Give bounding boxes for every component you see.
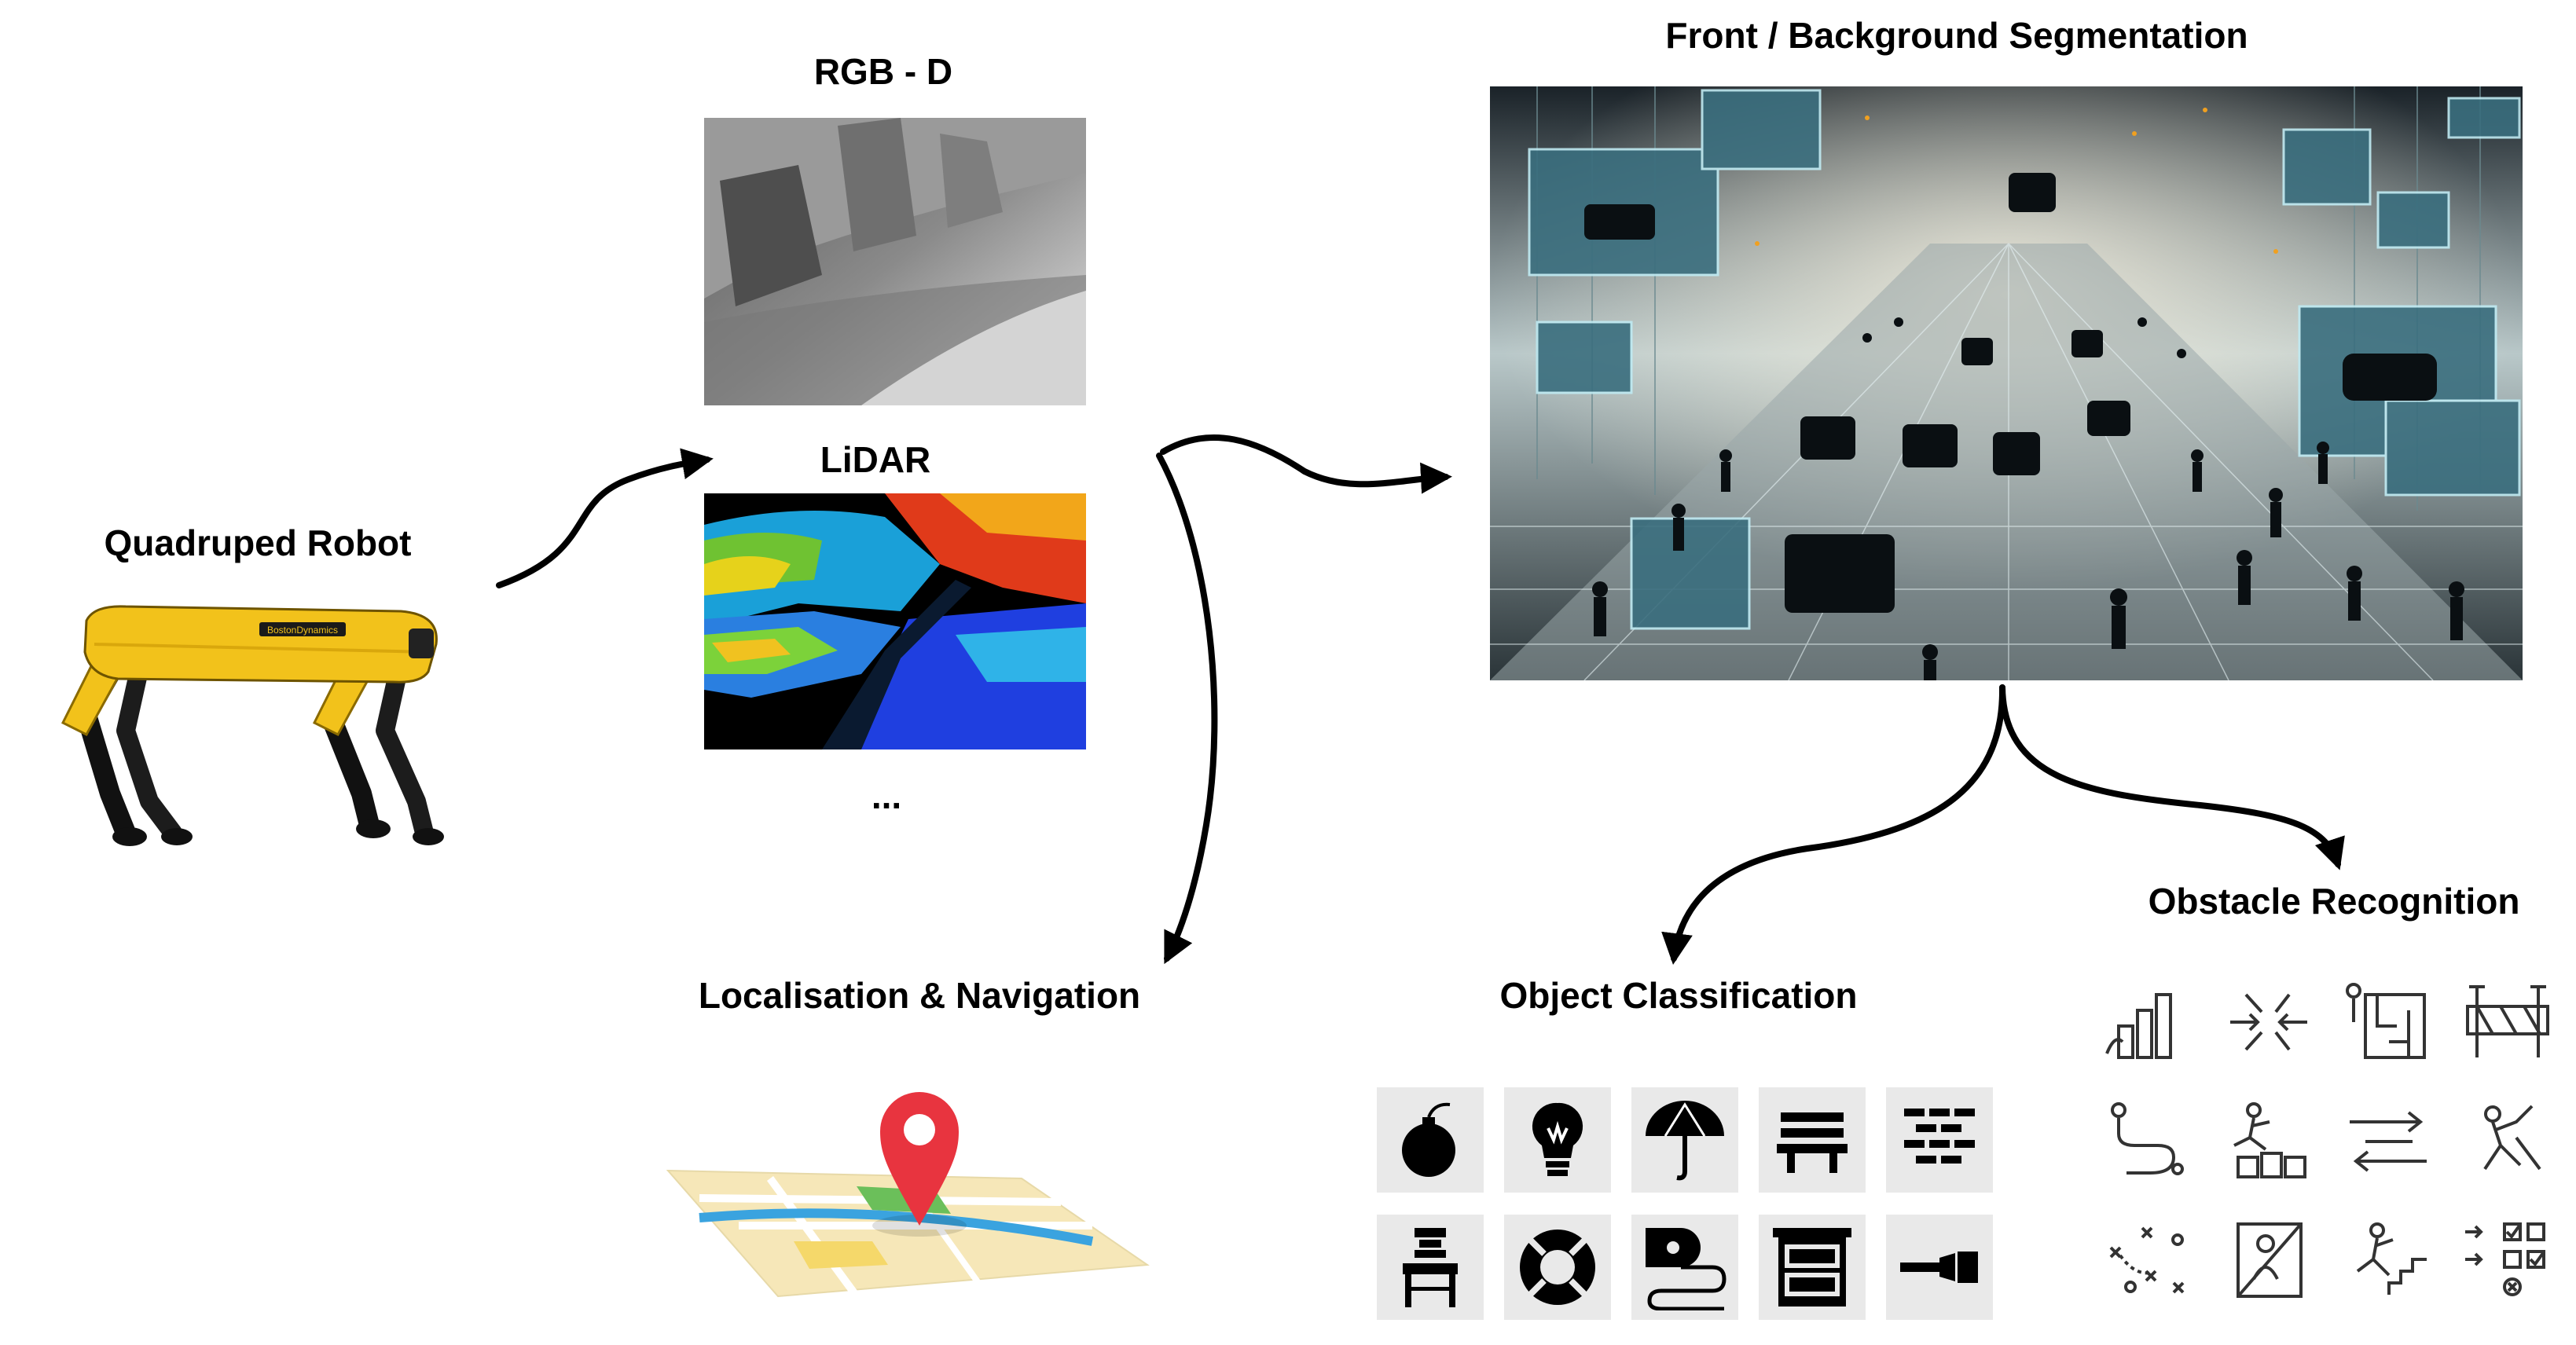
brick-wall-icon-tile <box>1886 1087 1993 1193</box>
segmentation-title: Front / Background Segmentation <box>1665 15 2248 56</box>
dresser-icon-tile <box>1759 1215 1866 1320</box>
lifebuoy-icon <box>1520 1230 1595 1305</box>
bomb-icon <box>1402 1102 1455 1177</box>
tactics-play-icon <box>2109 1226 2185 1294</box>
quadruped-robot-title: Quadruped Robot <box>104 522 412 563</box>
tape-measure-icon-tile <box>1631 1215 1738 1320</box>
lidar-title: LiDAR <box>820 439 931 480</box>
bench-icon <box>1777 1112 1848 1173</box>
lifebuoy-icon-tile <box>1504 1215 1611 1320</box>
runner-stairs-icon <box>2356 1222 2427 1295</box>
map-pin-illustration <box>666 1092 1150 1299</box>
localisation-title: Localisation & Navigation <box>698 975 1141 1016</box>
more-sensors-ellipsis: ... <box>871 775 902 816</box>
rgbd-title: RGB - D <box>813 51 953 92</box>
arrow-robot-to-sensors <box>496 448 714 588</box>
object-classification-title: Object Classification <box>1499 975 1858 1016</box>
arrow-sensors-to-segmentation <box>1160 434 1452 494</box>
segmentation-scene <box>1490 86 2523 680</box>
lidar-image <box>704 493 1086 749</box>
rgbd-depth-image <box>704 118 1086 405</box>
person-climbing-icon <box>2483 1105 2541 1171</box>
crossing-arrows-icon <box>2350 1111 2427 1172</box>
brick-wall-icon <box>1904 1109 1975 1164</box>
chair-icon <box>1403 1228 1458 1307</box>
lightbulb-icon-tile <box>1504 1087 1611 1193</box>
bar-chart-steps-icon <box>2105 993 2172 1059</box>
lightbulb-icon <box>1532 1102 1583 1176</box>
tape-measure-icon <box>1646 1228 1727 1310</box>
maze-person-icon <box>2346 983 2426 1059</box>
flashlight-icon <box>1900 1252 1978 1283</box>
dresser-icon <box>1773 1228 1851 1307</box>
bomb-icon-tile <box>1377 1087 1484 1193</box>
umbrella-icon-tile <box>1631 1087 1738 1193</box>
flashlight-icon-tile <box>1886 1215 1993 1320</box>
person-hurdles-icon <box>2233 1102 2306 1178</box>
robot-brand-text: BostonDynamics <box>267 625 338 636</box>
arrow-sensors-to-localisation <box>1156 453 1218 965</box>
obstacle-recognition-title: Obstacle Recognition <box>2148 881 2520 922</box>
blocked-person-icon <box>2237 1222 2303 1298</box>
roadblock-icon <box>2466 985 2549 1057</box>
arrow-segmentation-to-obstacles <box>1999 684 2345 870</box>
bench-icon-tile <box>1759 1087 1866 1193</box>
path-person-icon <box>2111 1102 2184 1175</box>
arrow-segmentation-to-classification <box>1661 684 2006 965</box>
converging-arrows-icon <box>2230 993 2307 1051</box>
chair-icon-tile <box>1377 1215 1484 1320</box>
checklist-icon <box>2465 1222 2545 1296</box>
umbrella-icon <box>1646 1101 1724 1181</box>
robot-illustration: BostonDynamics <box>61 605 444 846</box>
